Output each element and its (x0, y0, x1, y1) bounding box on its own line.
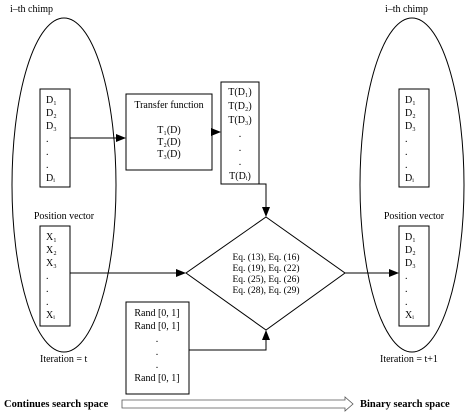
transfer-function-item: T₃(D) (157, 149, 180, 160)
right-position-label: Position vector (384, 211, 445, 222)
vector-item: . (405, 297, 408, 308)
right-chimp-title: i–th chimp (385, 4, 428, 15)
continuous-space-label: Continues search space (4, 399, 109, 410)
rand-item: . (156, 360, 159, 371)
equation-item: Eq. (28), Eq. (29) (232, 285, 299, 296)
vector-item: . (405, 271, 408, 282)
vector-item: D₂ (405, 245, 416, 256)
vector-item: . (405, 160, 408, 171)
equation-item: Eq. (19), Eq. (22) (232, 263, 299, 274)
vector-item: . (405, 284, 408, 295)
vector-item: . (405, 134, 408, 145)
rand-box (125, 301, 190, 395)
rand-item: . (156, 347, 159, 358)
transfer-function-item: T₁(D) (157, 125, 180, 136)
t-vector-item: T(D₁) (228, 87, 251, 98)
left-d-vector-items: D₁ D₂ D₃... Dᵢ (46, 95, 57, 184)
right-x-vector-box (398, 225, 430, 327)
transfer-function-item: T₂(D) (157, 137, 180, 148)
vector-item: D₁ (405, 232, 416, 243)
vector-item: Dᵢ (46, 173, 55, 184)
right-d-vector-box (398, 88, 430, 188)
equation-items: Eq. (13), Eq. (16)Eq. (19), Eq. (22)Eq. … (232, 252, 299, 296)
vector-item: . (46, 284, 49, 295)
vector-item: Xᵢ (46, 310, 55, 321)
rand-item: Rand [0, 1] (134, 373, 179, 384)
vector-item: D₂ (405, 108, 416, 119)
vector-item: D₁ (46, 95, 57, 106)
vector-item: X₁ (46, 232, 57, 243)
vector-item: D₃ (405, 121, 416, 132)
space-transition-arrow (121, 396, 354, 412)
t-vector-item: T(Dᵢ) (229, 171, 251, 182)
vector-item: . (46, 147, 49, 158)
vector-item: Xᵢ (405, 310, 414, 321)
vector-item: . (46, 297, 49, 308)
vector-item: D₃ (46, 121, 57, 132)
binary-space-label: Binary search space (360, 399, 450, 410)
left-chimp-title: i–th chimp (10, 4, 53, 15)
rand-item: Rand [0, 1] (134, 308, 179, 319)
vector-item: X₂ (46, 245, 57, 256)
t-vector-box (220, 81, 260, 185)
t-vector-item: . (239, 143, 242, 154)
right-iteration-label: Iteration = t+1 (380, 354, 438, 365)
left-x-vector-box (39, 225, 71, 327)
vector-item: D₃ (405, 258, 416, 269)
vector-item: . (46, 160, 49, 171)
left-x-vector-items: X₁ X₂ X₃... Xᵢ (46, 232, 57, 321)
right-d-vector-items: D₁ D₂ D₃... Dᵢ (405, 95, 416, 184)
left-iteration-label: Iteration = t (40, 354, 88, 365)
vector-item: D₂ (46, 108, 57, 119)
vector-item: . (46, 271, 49, 282)
rand-items: Rand [0, 1] Rand [0, 1]... Rand [0, 1] (134, 308, 179, 384)
vector-item: D₁ (405, 95, 416, 106)
equation-item: Eq. (13), Eq. (16) (232, 252, 299, 263)
t-vector-item: . (239, 129, 242, 140)
t-vector-items: T(D₁) T(D₂) T(D₃)... T(Dᵢ) (228, 87, 251, 182)
arrow-rand-to-diamond (189, 330, 270, 351)
vector-item: . (46, 134, 49, 145)
rand-item: . (156, 334, 159, 345)
rand-item: Rand [0, 1] (134, 321, 179, 332)
left-chimp-ellipse (11, 17, 117, 353)
vector-item: Dᵢ (405, 173, 414, 184)
transfer-function-items: T₁(D)T₂(D)T₃(D) (157, 125, 180, 160)
vector-item: X₃ (46, 258, 57, 269)
right-chimp-ellipse (359, 17, 465, 353)
t-vector-item: T(D₃) (228, 115, 251, 126)
transfer-function-title: Transfer function (134, 100, 203, 111)
t-vector-item: T(D₂) (228, 101, 251, 112)
right-x-vector-items: D₁ D₂ D₃... Xᵢ (405, 232, 416, 321)
t-vector-item: . (239, 157, 242, 168)
left-position-label: Position vector (34, 211, 95, 222)
arrow-t-to-diamond (259, 183, 270, 217)
equation-item: Eq. (25), Eq. (26) (232, 274, 299, 285)
vector-item: . (405, 147, 408, 158)
